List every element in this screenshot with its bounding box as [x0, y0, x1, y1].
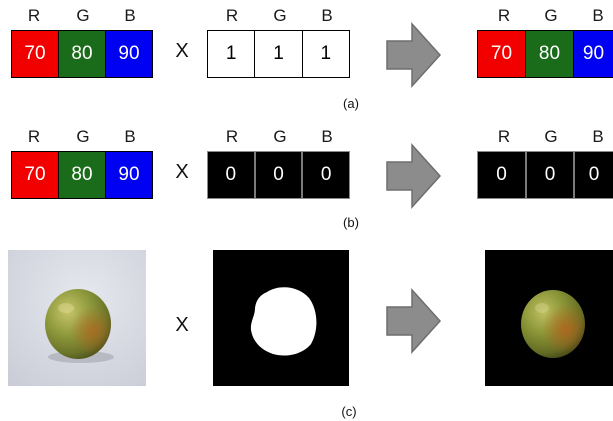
input-red-cell: 70: [12, 31, 58, 77]
channel-label-g: G: [273, 127, 287, 146]
output-blue-cell: 90: [573, 31, 613, 77]
caption-b: (b): [343, 215, 359, 230]
mask-cell: 0: [208, 152, 254, 198]
fruit-photo: [8, 250, 146, 386]
channel-label-r: R: [225, 127, 239, 146]
input-blue-cell: 90: [105, 31, 152, 77]
mask-cell: 1: [301, 31, 349, 77]
input-blue-cell: 90: [105, 152, 152, 198]
channel-label-r: R: [27, 127, 41, 146]
output-cell: 0: [573, 152, 613, 198]
input-pixel-strip: 70 80 90: [11, 30, 153, 78]
output-pixel-strip: 0 0 0: [477, 151, 613, 199]
mask-cell: 0: [301, 152, 350, 198]
output-green-cell: 80: [525, 31, 573, 77]
channel-label-g: G: [76, 127, 90, 146]
mask-cell: 1: [254, 31, 302, 77]
output-cell: 0: [525, 152, 573, 198]
channel-label-b: B: [592, 6, 604, 25]
input-red-cell: 70: [12, 152, 58, 198]
multiply-sign: X: [175, 314, 189, 336]
masked-result-image: [485, 250, 613, 386]
channel-label-b: B: [124, 6, 136, 25]
output-pixel-strip: 70 80 90: [477, 30, 613, 78]
arrow-right-icon: [386, 22, 442, 88]
arrow-right-icon: [386, 143, 442, 209]
binary-mask-image: [213, 250, 349, 386]
output-red-cell: 70: [478, 31, 525, 77]
channel-label-g: G: [76, 6, 90, 25]
channel-label-r: R: [27, 6, 41, 25]
channel-label-g: G: [544, 127, 558, 146]
channel-label-g: G: [273, 6, 287, 25]
arrow-right-icon: [386, 288, 442, 354]
channel-label-g: G: [544, 6, 558, 25]
channel-label-r: R: [497, 127, 511, 146]
output-cell: 0: [478, 152, 525, 198]
mask-strip: 1 1 1: [207, 30, 350, 78]
channel-label-b: B: [592, 127, 604, 146]
channel-label-b: B: [124, 127, 136, 146]
channel-label-b: B: [321, 127, 333, 146]
caption-a: (a): [343, 96, 359, 111]
input-pixel-strip: 70 80 90: [11, 151, 153, 199]
channel-label-r: R: [497, 6, 511, 25]
multiply-sign: X: [175, 40, 189, 62]
channel-label-b: B: [321, 6, 333, 25]
caption-c: (c): [341, 404, 357, 419]
input-green-cell: 80: [58, 152, 105, 198]
channel-label-r: R: [225, 6, 239, 25]
mask-cell: 0: [253, 152, 302, 198]
mask-strip: 0 0 0: [207, 151, 350, 199]
multiply-sign: X: [175, 161, 189, 183]
input-green-cell: 80: [58, 31, 105, 77]
mask-cell: 1: [208, 31, 255, 77]
